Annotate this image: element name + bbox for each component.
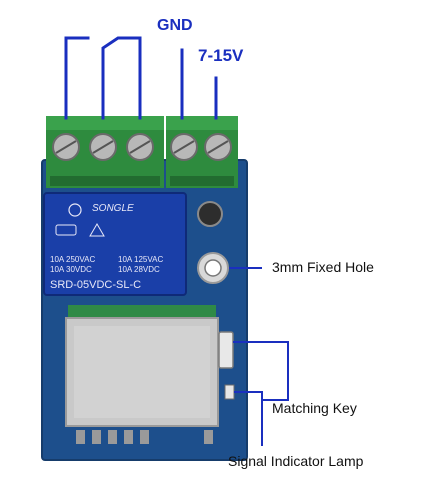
header-pins <box>76 430 213 444</box>
wire-terminal-1 <box>64 36 90 120</box>
relay-component: SONGLE 10A 250VAC 10A 30VDC 10A 125VAC 1… <box>43 192 187 296</box>
wire-lines <box>64 36 218 120</box>
wire-terminal-2-switch <box>101 36 142 120</box>
relay-logo-icon <box>68 203 82 217</box>
label-signal-lamp: Signal Indicator Lamp <box>228 453 364 469</box>
lamp-pointer <box>234 391 263 446</box>
relay-warning-icon <box>89 223 105 237</box>
signal-indicator-lamp <box>224 384 235 400</box>
relay-rating-4: 10A 28VDC <box>118 265 160 274</box>
label-gnd: GND <box>157 17 193 34</box>
relay-rating-1: 10A 250VAC <box>50 255 95 264</box>
fixed-hole <box>204 259 222 277</box>
wireless-module <box>65 305 219 427</box>
relay-cert-icon <box>55 224 77 236</box>
label-matching-key: Matching Key <box>272 400 357 416</box>
terminal-block-relay <box>46 116 164 188</box>
label-fixed-hole: 3mm Fixed Hole <box>272 259 374 275</box>
relay-model: SRD-05VDC-SL-C <box>50 279 141 291</box>
label-voltage: 7-15V <box>198 46 244 65</box>
capacitor <box>197 201 223 227</box>
terminal-block-power <box>166 116 238 188</box>
relay-brand: SONGLE <box>92 203 134 214</box>
relay-rating-3: 10A 125VAC <box>118 255 163 264</box>
key-pointer <box>233 341 289 401</box>
matching-key-button <box>218 331 234 369</box>
relay-rating-2: 10A 30VDC <box>50 265 92 274</box>
